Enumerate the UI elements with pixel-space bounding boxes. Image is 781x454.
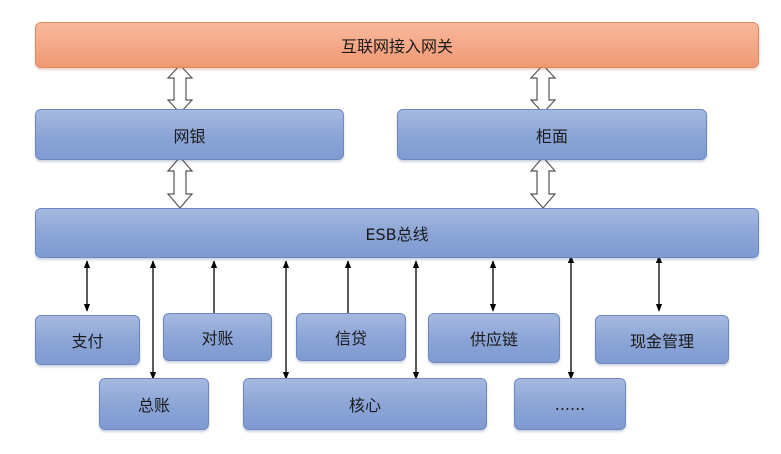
service-more-label: ...... <box>554 394 586 414</box>
counter-box: 柜面 <box>397 109 707 160</box>
double-arrow-netbank-bus <box>166 156 194 209</box>
service-more-box: ...... <box>514 378 626 430</box>
double-arrow-gateway-netbank <box>166 64 194 114</box>
esb-bus-label: ESB总线 <box>365 225 429 244</box>
internet-gateway-label: 互联网接入网关 <box>340 37 453 56</box>
service-ledger-label: 总账 <box>137 396 170 415</box>
double-arrow-gateway-counter <box>529 64 557 114</box>
service-cash-management-label: 现金管理 <box>629 331 694 351</box>
netbank-box: 网银 <box>35 109 344 160</box>
service-credit-box: 信贷 <box>296 313 406 361</box>
service-ledger-box: 总账 <box>99 378 209 430</box>
service-payment-box: 支付 <box>35 315 140 365</box>
service-reconciliation-box: 对账 <box>163 313 272 361</box>
esb-bus-box: ESB总线 <box>35 208 759 258</box>
internet-gateway-box: 互联网接入网关 <box>35 22 759 68</box>
service-payment-label: 支付 <box>71 332 104 351</box>
service-core-box: 核心 <box>243 378 487 430</box>
counter-label: 柜面 <box>535 126 568 146</box>
service-cash-management-box: 现金管理 <box>595 315 729 364</box>
service-credit-label: 信贷 <box>334 329 367 348</box>
service-reconciliation-label: 对账 <box>201 329 234 348</box>
service-supply-chain-label: 供应链 <box>469 330 518 349</box>
service-supply-chain-box: 供应链 <box>428 313 560 363</box>
double-arrow-counter-bus <box>529 156 557 209</box>
netbank-label: 网银 <box>173 126 206 146</box>
service-core-label: 核心 <box>348 396 381 415</box>
